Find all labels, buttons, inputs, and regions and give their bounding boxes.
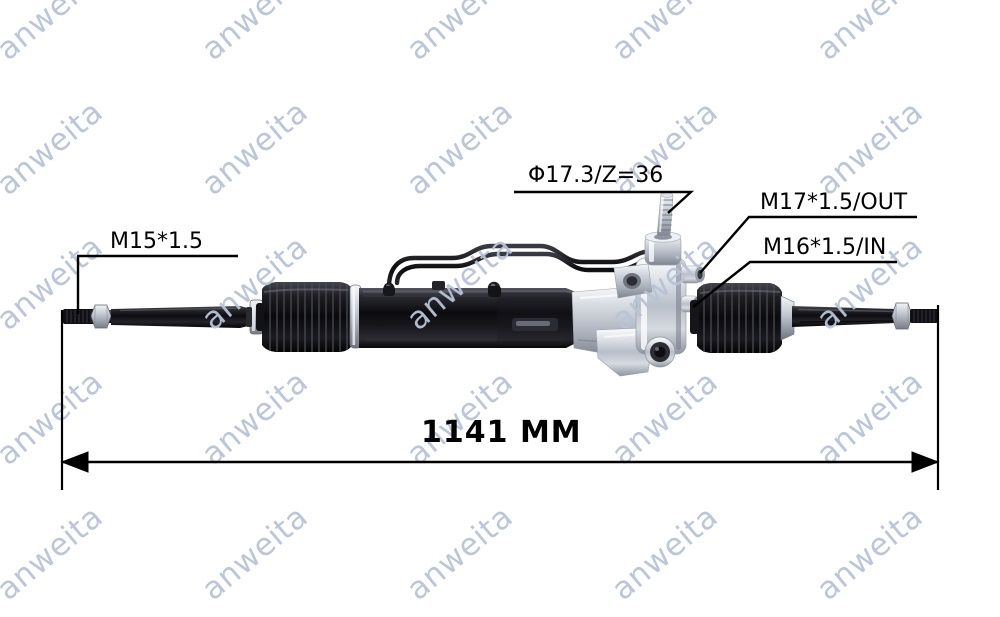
right-bellows-boot <box>690 283 795 353</box>
arrowhead-right <box>911 451 940 473</box>
annotation-pinion-spline-label: Φ17.3/Z=36 <box>528 163 664 188</box>
leader-pinion-spline <box>514 190 695 214</box>
left-lock-nut <box>90 304 112 329</box>
right-boot-clamp <box>780 295 795 341</box>
tube-clamps <box>383 281 501 297</box>
rack-cylinder <box>359 281 578 348</box>
leader-m17-out <box>699 215 917 274</box>
right-lock-nut <box>891 302 913 330</box>
annotation-m16-in-label: M16*1.5/IN <box>763 235 887 260</box>
left-tie-rod <box>63 299 264 335</box>
overall-length-dimension-label: 1141 MM <box>421 415 582 450</box>
leader-m16-in <box>692 260 897 308</box>
rack-mounting-pad <box>512 318 558 331</box>
left-bellows-boot <box>256 282 362 352</box>
leader-m15 <box>76 254 238 314</box>
valve-pinion-housing <box>571 231 705 377</box>
overall-length-dimension-line <box>60 305 940 490</box>
right-tie-rod <box>792 302 938 330</box>
annotation-m17-out-label: M17*1.5/OUT <box>760 190 908 215</box>
left-boot-clamp <box>349 284 362 349</box>
pinion-spline-shaft <box>656 192 674 237</box>
rack-guide-plug <box>644 336 676 368</box>
arrowhead-left <box>60 451 89 473</box>
annotation-m15-label: M15*1.5 <box>110 229 203 254</box>
